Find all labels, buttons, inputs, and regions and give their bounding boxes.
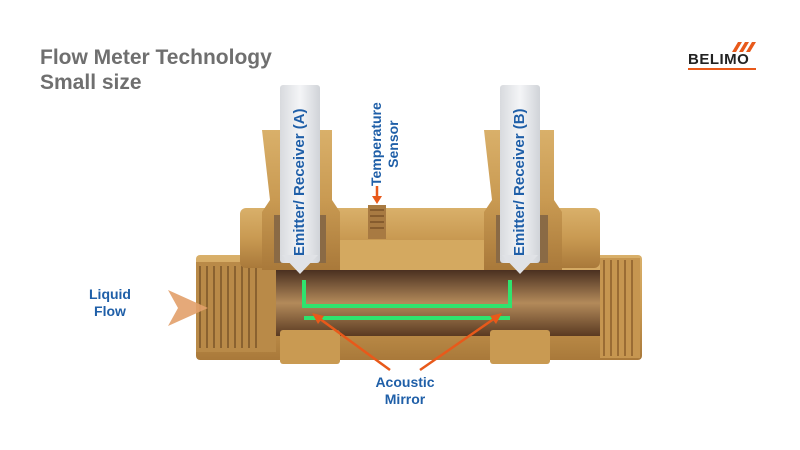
temperature-sensor-port — [368, 205, 386, 239]
liquid-flow-line-2: Flow — [94, 303, 126, 319]
page-title: Flow Meter Technology Small size — [40, 45, 272, 95]
emitter-b-label: Emitter/ Receiver (B) — [511, 108, 528, 256]
mirror-arrow-left-head — [312, 313, 324, 324]
temp-sensor-arrow-head — [372, 196, 382, 204]
acoustic-mirror-line-2: Mirror — [384, 391, 426, 407]
temp-sensor-label-line-1: Temperature — [368, 102, 384, 186]
logo-underline — [688, 68, 756, 70]
mirror-arrows — [315, 314, 499, 372]
transducer-b — [500, 85, 540, 274]
acoustic-mirror-label: Acoustic Mirror — [360, 374, 450, 408]
acoustic-mirror-line-1: Acoustic — [375, 374, 435, 390]
liquid-flow-label: Liquid Flow — [84, 286, 136, 320]
acoustic-path — [302, 280, 512, 308]
mirror-arrow-right-head — [490, 313, 502, 324]
logo-mark-icon — [732, 42, 756, 52]
temp-sensor-label: Temperature Sensor — [368, 102, 402, 186]
belimo-logo: BELIMO — [688, 42, 758, 74]
temp-sensor-label-line-2: Sensor — [385, 120, 401, 168]
flow-direction-arrow — [168, 290, 208, 326]
title-line-2: Small size — [40, 71, 142, 94]
liquid-flow-line-1: Liquid — [89, 286, 131, 302]
transducer-a — [280, 85, 320, 274]
emitter-a-label: Emitter/ Receiver (A) — [291, 108, 308, 256]
logo-text: BELIMO — [688, 51, 750, 68]
title-line-1: Flow Meter Technology — [40, 46, 272, 69]
